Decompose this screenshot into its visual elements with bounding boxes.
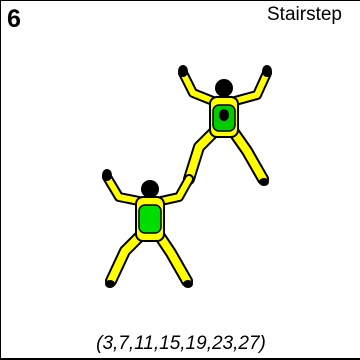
- formation-number: 6: [7, 5, 21, 33]
- upper-skydiver-icon: [178, 65, 272, 186]
- formation-title: Stairstep: [267, 4, 342, 25]
- slot-sequence-caption: (3,7,11,15,19,23,27): [96, 333, 266, 354]
- lower-skydiver-icon: [102, 169, 194, 288]
